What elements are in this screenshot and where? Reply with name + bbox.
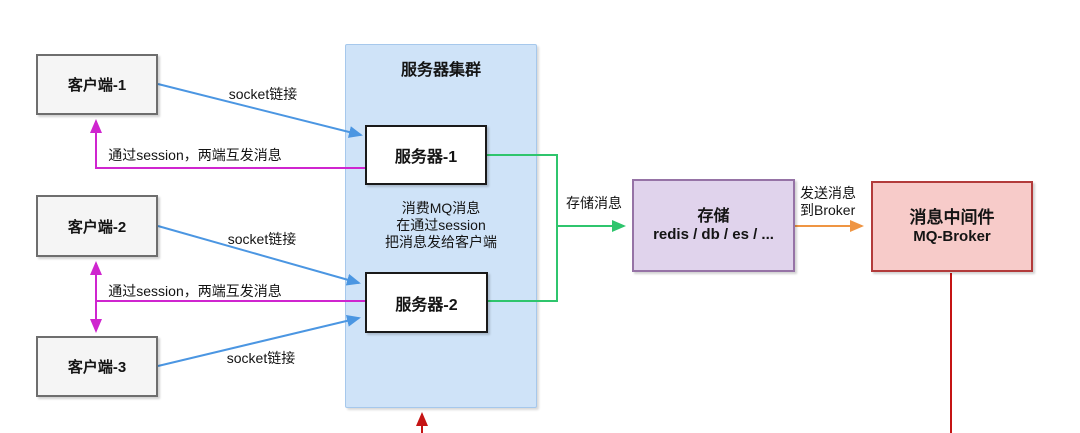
session-edge-1 — [90, 119, 365, 169]
mq-broker-subtitle: MQ-Broker — [913, 227, 991, 245]
store-edge-label: 存储消息 — [566, 195, 622, 211]
store-merge-edge — [487, 154, 558, 302]
mq-broker-title: 消息中间件 — [909, 207, 995, 227]
socket-edge-3-label: socket链接 — [226, 350, 296, 366]
server-1-node: 服务器-1 — [365, 125, 487, 185]
socket-edge-3 — [157, 314, 361, 367]
socket-edge-2 — [157, 225, 361, 286]
send-to-broker-edge-label: 发送消息 到Broker — [800, 185, 856, 218]
mq-broker-node: 消息中间件 MQ-Broker — [871, 181, 1033, 272]
client-2-label: 客户端-2 — [67, 218, 127, 236]
server-2-node: 服务器-2 — [365, 272, 488, 333]
storage-title: 存储 — [697, 207, 730, 225]
socket-edge-1 — [157, 83, 363, 138]
server-cluster-container — [345, 44, 537, 408]
storage-node: 存储 redis / db / es / ... — [632, 179, 795, 272]
client-3-label: 客户端-3 — [67, 359, 127, 376]
client-1-label: 客户端-1 — [67, 77, 127, 94]
server-cluster-title: 服务器集群 — [400, 62, 481, 79]
storage-subtitle: redis / db / es / ... — [653, 226, 774, 244]
session-edge-2-label: 通过session，两端互发消息 — [108, 283, 282, 299]
client-2-node: 客户端-2 — [36, 195, 158, 257]
socket-edge-1-label: socket链接 — [228, 86, 298, 102]
server-2-label: 服务器-2 — [395, 296, 458, 314]
client-1-node: 客户端-1 — [36, 54, 158, 115]
server-cluster-note: 消费MQ消息 在通过session 把消息发给客户端 — [385, 200, 497, 250]
socket-edge-2-label: socket链接 — [227, 231, 297, 247]
server-1-label: 服务器-1 — [394, 149, 458, 166]
client-3-node: 客户端-3 — [36, 336, 158, 397]
session-edge-1-label: 通过session，两端互发消息 — [108, 147, 282, 163]
